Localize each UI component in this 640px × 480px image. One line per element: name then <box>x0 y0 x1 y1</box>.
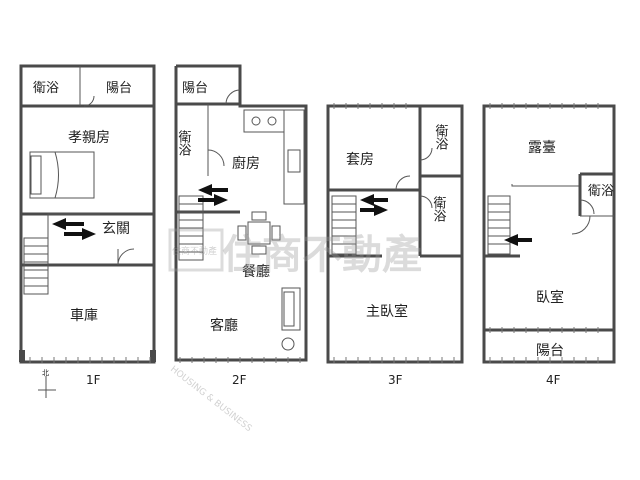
watermark-main: 住商不動產 <box>222 232 422 278</box>
stair-arrows-3f <box>360 194 388 216</box>
stair-arrows-1f <box>52 218 96 240</box>
floor-2f: 陽台 衛浴 廚房 餐廳 客廳 <box>174 64 308 362</box>
floor-4f: 露臺 衛浴 臥室 陽台 <box>482 104 616 364</box>
room-label-kitchen: 廚房 <box>232 155 260 172</box>
watermark-stamp <box>168 228 224 272</box>
room-label-bath: 衛浴 <box>588 184 614 199</box>
room-label-dining: 餐廳 <box>242 263 270 280</box>
compass-icon: 北 <box>38 369 56 398</box>
stairs-3f <box>331 195 357 255</box>
floor-label-1f: 1F <box>86 373 101 387</box>
stairs-1f <box>23 213 100 295</box>
room-label-bath-top: 衛浴 <box>176 130 192 156</box>
room-label-balcony: 陽台 <box>536 343 564 359</box>
compass-north-label: 北 <box>42 369 49 377</box>
room-label-terrace: 露臺 <box>528 140 556 156</box>
room-label-bath-a: 衛浴 <box>433 124 449 150</box>
room-label-entry: 玄關 <box>102 220 130 237</box>
stairs-4f <box>487 195 511 255</box>
floor-1f: 衛浴 陽台 孝親房 玄關 車庫 <box>19 64 156 364</box>
room-label-garage: 車庫 <box>70 307 98 324</box>
dining-table <box>237 211 281 255</box>
stairs-2f <box>178 195 204 261</box>
sofa <box>281 287 301 331</box>
floor-label-2f: 2F <box>232 373 247 387</box>
room-label-bath-b: 衛浴 <box>431 196 447 222</box>
bed-1f <box>29 151 95 199</box>
room-label-elder-room: 孝親房 <box>68 130 110 146</box>
room-label-balcony: 陽台 <box>106 81 132 96</box>
stair-arrows-2f <box>198 184 228 206</box>
room-label-bath: 衛浴 <box>33 81 59 96</box>
room-label-balcony: 陽台 <box>182 81 208 96</box>
watermark-stamp-text: 住商不動產 <box>172 245 217 257</box>
floor-label-4f: 4F <box>546 373 561 387</box>
room-label-bedroom: 臥室 <box>536 289 564 306</box>
room-label-suite: 套房 <box>346 152 374 168</box>
floor-label-3f: 3F <box>388 373 403 387</box>
room-label-living: 客廳 <box>210 317 238 334</box>
kitchen-counter <box>243 109 305 205</box>
room-label-master: 主臥室 <box>366 303 408 320</box>
window-ticks <box>29 103 599 363</box>
floor-3f: 套房 衛浴 衛浴 主臥室 <box>326 104 464 364</box>
stair-arrows-4f <box>504 234 532 246</box>
